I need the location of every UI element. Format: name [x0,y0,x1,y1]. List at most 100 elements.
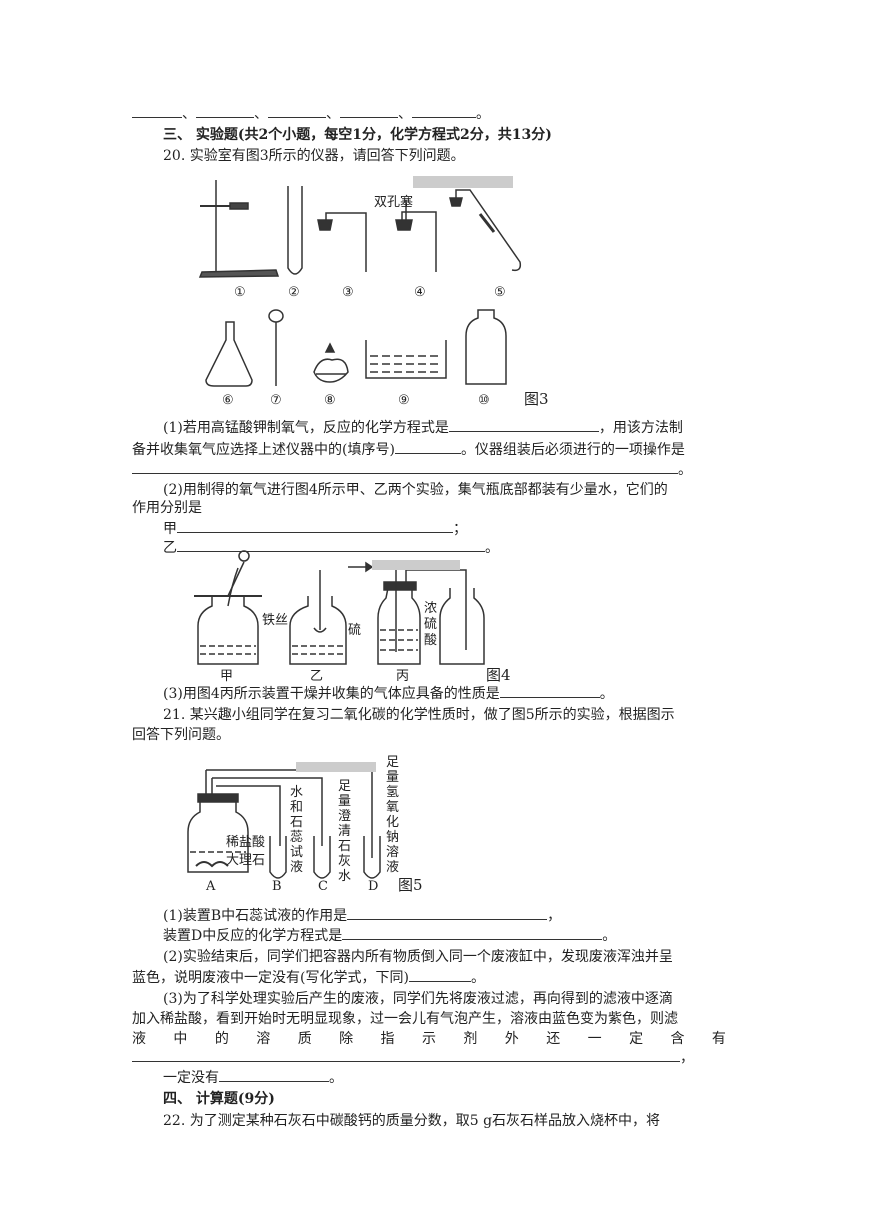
q21-part1-line1: (1)装置B中石蕊试液的作用是， [163,906,562,924]
blurred-text [413,176,513,188]
letter-label: C [318,879,328,894]
test-tube-c-icon [313,836,331,879]
blurred-text [372,560,460,570]
q20-part1-line2: 备并收集氧气应选择上述仪器中的(填序号)。仪器组装后必须进行的一项操作是 [132,440,685,458]
gas-collecting-bottle-icon [465,309,507,385]
q21-part1-line2: 装置D中反应的化学方程式是。 [163,926,617,944]
svg-text:蕊: 蕊 [290,830,303,845]
q21-intro-line2: 回答下列问题。 [132,727,230,743]
answer-blank [340,104,398,118]
yi-label: 乙 [310,669,323,684]
sulfur-label: 硫 [348,623,361,638]
answer-blank [394,440,461,454]
svg-text:试: 试 [290,845,303,860]
instrument-number: ① [234,285,246,300]
figure-5-caption: 图5 [398,876,423,894]
separator: 、 [182,106,196,122]
answer-blank [196,104,254,118]
figure-5 [187,769,381,879]
q21-part3-line3: 液中的溶质除指示剂外还一定含有 [132,1031,726,1047]
acid-label-char: 硫 [424,617,437,632]
q21-part2-line1: (2)实验结束后，同学们把容器内所有物质倒入同一个废液缸中，发现废液浑浊并呈 [163,949,673,965]
answer-blank [412,104,476,118]
letter-label: B [272,879,282,894]
double-hole-stopper-label: 双孔塞 [374,194,413,210]
answer-blank [177,538,485,552]
long-funnel-icon [268,309,284,386]
d-vertical-label: 足 量 氢 氧 化 钠 溶 液 [386,755,399,875]
q21-part3-line2: 加入稀盐酸，看到开始时无明显现象，过一会儿有气泡产生，溶液由蓝色变为紫色，则滤 [132,1011,678,1027]
answer-blank [132,460,678,474]
q21-part3-line1: (3)为了科学处理实验后产生的废液，同学们先将废液过滤，再向得到的滤液中逐滴 [163,991,673,1007]
double-hole-stopper-icon [395,200,437,272]
connecting-tube [212,777,323,846]
svg-text:石: 石 [338,839,351,854]
acid-label-char: 浓 [424,601,437,616]
q20-yi-line: 乙。 [163,538,499,556]
test-tube-b-icon [269,836,287,879]
gas-generator-flask-icon [187,770,249,873]
answer-blank [347,906,548,920]
instrument-number: ⑩ [478,393,490,408]
instrument-number: ⑤ [494,285,506,300]
answer-blank [448,418,599,432]
svg-text:液: 液 [386,860,399,875]
q20-part3-line: (3)用图4丙所示装置干燥并收集的气体应具备的性质是。 [163,684,614,702]
answer-blank [499,684,600,698]
answer-blank [342,926,603,940]
svg-text:石: 石 [290,815,303,830]
q22-text: 22. 为了测定某种石灰石中碳酸钙的质量分数，取5 g石灰石样品放入烧杯中，将 [163,1113,661,1129]
instrument-number: ② [288,285,300,300]
instrument-number: ⑦ [270,393,282,408]
q20-part1-line3: 。 [132,460,692,479]
instrument-number: ⑧ [324,393,336,408]
answer-blank [408,968,471,982]
svg-text:水: 水 [290,785,303,800]
svg-text:和: 和 [290,800,303,815]
fig3-number-labels: ① ② ③ ④ ⑤ ⑥ ⑦ ⑧ ⑨ ⑩ [222,285,506,408]
svg-text:氢: 氢 [386,785,399,800]
drying-collecting-setup-icon [348,561,485,665]
iron-wire-label: 铁丝 [262,613,288,628]
conical-flask-icon [205,321,253,387]
sulfur-bottle-icon [289,570,347,665]
instrument-number: ④ [414,285,426,300]
answer-blank [268,104,326,118]
q20-part2-line1: (2)用制得的氧气进行图4所示甲、乙两个实验，集气瓶底部都装有少量水，它们的 [163,482,668,498]
water-trough-icon [365,340,447,379]
figure-4-caption: 图4 [486,666,511,684]
b-vertical-label: 水 和 石 蕊 试 液 [290,785,303,875]
svg-text:灰: 灰 [338,854,351,869]
answer-blanks-line: 、 、 、 、 。 [132,104,490,123]
period: 。 [476,106,490,122]
stopper-with-tube-icon [317,212,367,272]
alcohol-lamp-icon [313,342,349,383]
q20-part2-line2: 作用分别是 [132,500,202,516]
section4-title: 四、 计算题(9分) [163,1091,275,1107]
separator: 、 [398,106,412,122]
svg-text:足: 足 [386,755,399,770]
q20-part1-line1: (1)若用高锰酸钾制氧气，反应的化学方程式是，用该方法制 [163,418,683,436]
svg-text:量: 量 [386,770,399,785]
answer-blank [132,104,182,118]
iron-stand-icon [198,180,280,278]
svg-text:足: 足 [338,779,351,794]
svg-text:量: 量 [338,794,351,809]
q21-part3-line4: ， [132,1048,694,1067]
c-vertical-label: 足 量 澄 清 石 灰 水 [338,779,351,884]
answer-blank [219,1068,329,1082]
svg-text:化: 化 [386,815,399,830]
jia-label: 甲 [220,669,233,684]
letter-label: D [368,879,378,894]
test-tube-d-icon [363,836,381,879]
acid-label: 稀盐酸 [226,835,265,850]
instrument-number: ③ [342,285,354,300]
separator: 、 [254,106,268,122]
figure-3-caption: 图3 [524,390,549,408]
bing-label: 丙 [396,669,409,684]
q21-intro-line1: 21. 某兴趣小组同学在复习二氧化碳的化学性质时，做了图5所示的实验，根据图示 [163,707,675,723]
q21-part2-line2: 蓝色，说明废液中一定没有(写化学式，下同)。 [132,968,485,986]
separator: 、 [326,106,340,122]
svg-text:氧: 氧 [386,800,399,815]
